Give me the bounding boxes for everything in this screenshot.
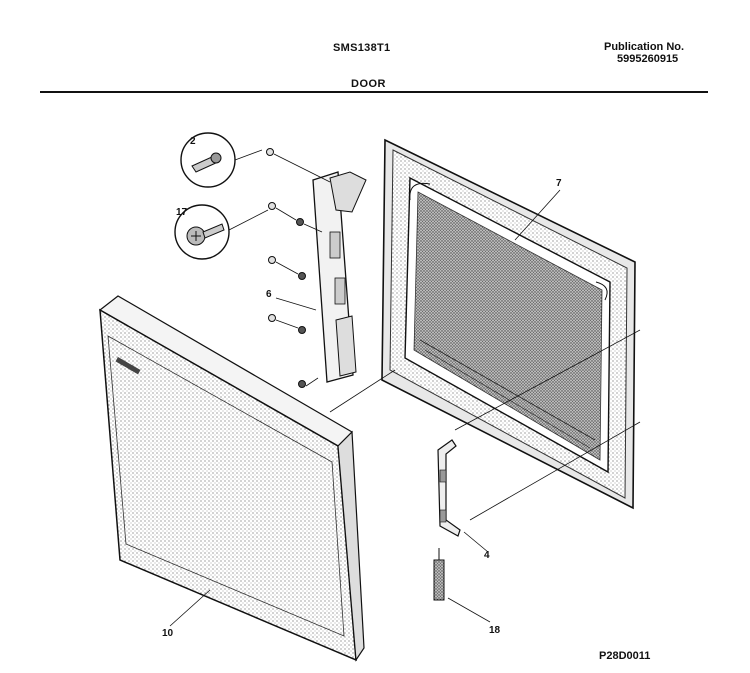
callout-4: 4 [484,550,490,561]
callout-7: 7 [556,178,562,189]
leader-lines [169,189,641,627]
callout-6: 6 [266,289,272,300]
publication-label: Publication No. [604,41,685,53]
hinge-bracket [312,171,367,383]
screw-callout-bubble-17 [174,204,269,260]
callout-17: 17 [176,207,188,218]
callout-18: 18 [489,625,501,636]
latch-spring [433,548,445,601]
callout-2: 2 [190,136,196,147]
screw-callout-bubble-2 [180,132,263,188]
publication-number: 5995260915 [617,53,679,65]
door-panel [98,295,365,662]
header-rule [40,91,708,93]
section-title: DOOR [351,78,386,90]
door-frame [381,138,636,510]
callout-10: 10 [162,628,174,639]
model-number: SMS138T1 [333,42,391,54]
drawing-code: P28D0011 [599,650,651,662]
mounting-screws [266,148,331,388]
latch-hook [437,439,461,537]
